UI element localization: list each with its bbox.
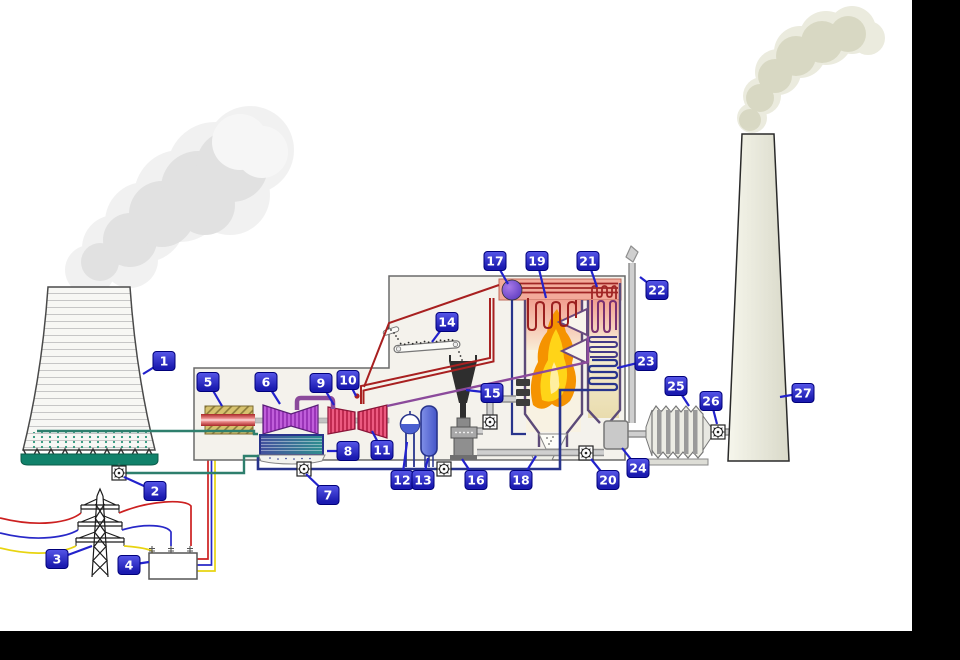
marker-step-up-transformer: 4 (117, 555, 150, 575)
boiler-feed-pump (436, 461, 452, 477)
feedwater-system (256, 388, 588, 471)
marker-transmission-line-pylon: 3 (45, 544, 93, 569)
marker-air-preheater: 24 (621, 447, 650, 478)
marker-boiler-steam-drum: 17 (483, 251, 509, 285)
air-intake-scoop (625, 245, 639, 263)
condensate-pump (296, 461, 312, 477)
cooling-tower-steam-plume (65, 106, 294, 295)
marker-forced-draught-fan: 20 (590, 458, 620, 490)
generator-wires (197, 434, 216, 572)
marker-flue-gas-stack: 27 (779, 383, 815, 403)
svg-text:3: 3 (53, 552, 62, 567)
svg-text:20: 20 (599, 473, 617, 488)
furnace-nose (556, 307, 588, 337)
svg-text:27: 27 (794, 386, 811, 401)
marker-feedwater-heater: 13 (411, 457, 435, 490)
svg-text:21: 21 (579, 254, 596, 269)
economiser-coil (587, 358, 619, 392)
svg-text:4: 4 (125, 558, 134, 573)
condenser-hotwell (257, 454, 326, 465)
steam-piping (354, 284, 590, 408)
marker-cooling-tower: 1 (142, 351, 176, 375)
svg-text:23: 23 (637, 354, 654, 369)
turbine-hall (201, 395, 390, 465)
cooling-tower-basin (20, 453, 159, 466)
svg-text:13: 13 (414, 473, 431, 488)
marker-steam-control-valve: 10 (336, 370, 360, 397)
induced-draught-fan (710, 424, 726, 440)
downcomer-pipe (510, 300, 526, 436)
ip-turbine (327, 406, 356, 435)
svg-text:8: 8 (344, 444, 353, 459)
feedwater-pipe (256, 388, 588, 471)
cooling-tower (20, 286, 159, 466)
svg-text:10: 10 (339, 373, 357, 388)
svg-text:5: 5 (204, 375, 213, 390)
steam-drum (501, 279, 523, 301)
marker-bottom-ash-hopper: 18 (509, 455, 537, 490)
marker-reheater: 21 (576, 251, 600, 288)
marker-condensate-pump: 7 (305, 473, 340, 505)
cold-reheat-pipe (386, 336, 590, 408)
svg-text:2: 2 (151, 484, 160, 499)
marker-surface-condenser: 8 (327, 441, 360, 461)
step-up-transformer (148, 546, 198, 580)
svg-text:18: 18 (512, 473, 529, 488)
condenser (259, 434, 324, 456)
svg-text:19: 19 (528, 254, 545, 269)
svg-text:1: 1 (160, 354, 169, 369)
stack-smoke (737, 6, 885, 133)
coal-hopper (449, 355, 477, 419)
marker-coal-pulverizer: 16 (461, 458, 488, 490)
svg-text:12: 12 (393, 473, 410, 488)
letterbox-right (912, 0, 960, 660)
marker-combustion-air-intake: 22 (639, 276, 669, 300)
svg-text:17: 17 (486, 254, 503, 269)
svg-text:15: 15 (483, 386, 500, 401)
flue-gas-stack (727, 133, 790, 462)
precipitator (645, 404, 712, 466)
svg-text:26: 26 (702, 394, 720, 409)
marker-induced-draught-fan: 26 (699, 391, 723, 425)
hp-turbine (357, 404, 388, 439)
svg-text:16: 16 (467, 473, 485, 488)
feedwater-heater (420, 405, 438, 457)
svg-text:9: 9 (317, 376, 326, 391)
svg-text:14: 14 (438, 315, 456, 330)
marker-high-pressure-turbine: 11 (370, 430, 394, 460)
marker-electrical-generator: 5 (196, 372, 223, 407)
marker-precipitator: 25 (664, 376, 690, 407)
svg-text:11: 11 (373, 443, 390, 458)
marker-superheater: 19 (525, 251, 549, 299)
transmission-pylon (75, 487, 125, 578)
letterbox-bottom (0, 631, 960, 660)
forced-draught-fan (578, 445, 594, 461)
marker-economiser: 23 (616, 351, 658, 371)
coal-pulverizer (450, 417, 478, 460)
air-preheater (603, 420, 629, 450)
superheater-coil (527, 298, 577, 332)
marker-low-pressure-turbine: 6 (254, 372, 281, 405)
svg-text:22: 22 (648, 283, 665, 298)
power-lines (0, 500, 192, 554)
reheater-coil (591, 285, 617, 299)
transformer-bushings (149, 546, 193, 553)
marker-intermediate-pressure-turbine: 9 (309, 373, 335, 406)
primary-air-fan (482, 414, 498, 430)
burners (516, 379, 530, 406)
svg-text:24: 24 (629, 461, 647, 476)
marker-coal-hopper: 15 (465, 383, 504, 403)
svg-text:25: 25 (667, 379, 684, 394)
coal-conveyor (382, 326, 463, 361)
crossover-pipe (294, 395, 336, 410)
generator-rotor (201, 414, 255, 426)
marker-coal-conveyor: 14 (431, 312, 459, 343)
marker-deaerator: 12 (390, 441, 414, 490)
marker-cooling-water-pump: 2 (123, 475, 167, 501)
svg-text:7: 7 (324, 488, 333, 503)
svg-text:6: 6 (262, 375, 271, 390)
